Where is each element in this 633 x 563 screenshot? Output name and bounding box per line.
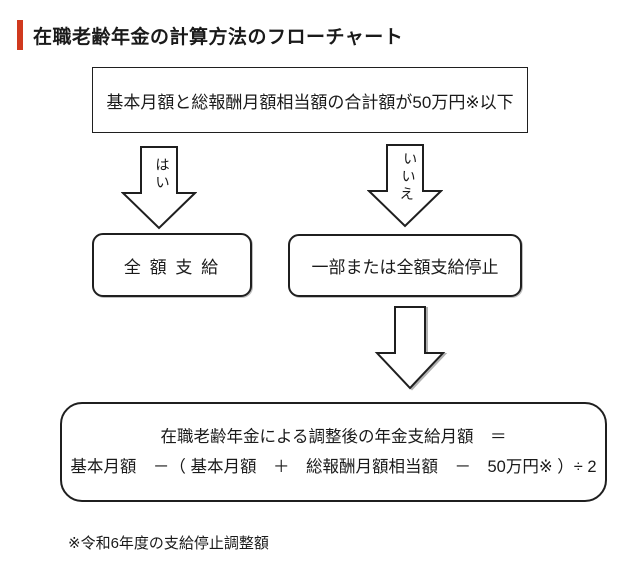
page-title: 在職老齢年金の計算方法のフローチャート [33,26,404,48]
suspension-box-text: 一部または全額支給停止 [311,258,499,277]
condition-box: 基本月額と総報酬月額相当額の合計額が50万円※以下 [92,67,528,133]
condition-box-text: 基本月額と総報酬月額相当額の合計額が50万円※以下 [106,92,514,112]
suspension-box: 一部または全額支給停止 [288,234,522,297]
full-payment-box: 全 額 支 給 [92,233,252,297]
title-accent-bar [17,20,23,50]
yes-down-arrow-icon [121,146,197,230]
footnote: ※令和6年度の支給停止調整額 [68,535,269,552]
formula-line-2: 基本月額 －（ 基本月額 ＋ 総報酬月額相当額 － 50万円※ ）÷ 2 [70,458,597,476]
formula-line-1: 在職老齢年金による調整後の年金支給月額 ＝ [160,428,507,446]
full-payment-box-text: 全 額 支 給 [123,257,221,277]
no-down-arrow-icon [367,144,443,228]
page-header: 在職老齢年金の計算方法のフローチャート [17,20,403,50]
plain-down-arrow-icon [372,306,448,390]
yes-arrow-label: はい [153,157,169,192]
formula-box: 在職老齢年金による調整後の年金支給月額 ＝ 基本月額 －（ 基本月額 ＋ 総報酬… [60,402,607,502]
